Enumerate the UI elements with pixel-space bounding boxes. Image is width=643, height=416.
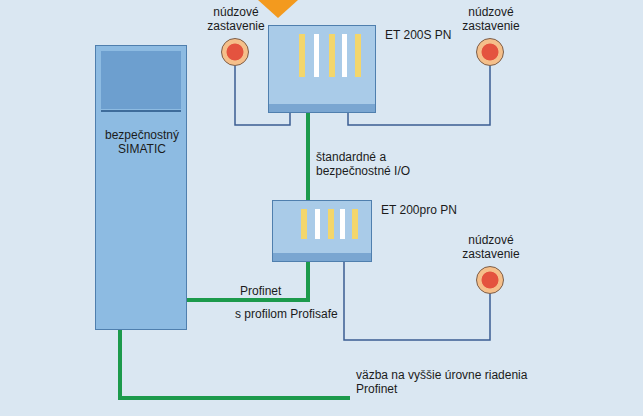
emergency-stop: núdzové zastavenie [476,266,504,294]
text-label: s profilom Profisafe [235,307,338,321]
connector [344,262,490,340]
node-label: ET 200S PN [385,28,451,42]
node-label: núdzové zastavenie [200,5,272,33]
text-label: Profinet [240,284,281,298]
profinet-uplink [120,330,350,398]
io-module: ET 200pro PN [272,200,372,262]
io-module: ET 200S PN [268,25,376,113]
node-label: núdzové zastavenie [455,5,527,33]
emergency-stop: núdzové zastavenie [476,38,504,66]
connector [306,113,310,200]
controller-box: bezpečnostný SIMATIC [95,45,187,330]
text-label: štandardné a bezpečnostné I/O [316,150,416,178]
text-label: väzba na vyššie úrovne riadenia Profinet [356,368,566,396]
node-label: bezpečnostný SIMATIC [100,128,184,156]
marker-triangle [258,0,298,18]
node-label: núdzové zastavenie [455,233,527,261]
emergency-stop: núdzové zastavenie [221,38,249,66]
node-label: ET 200pro PN [381,203,457,217]
